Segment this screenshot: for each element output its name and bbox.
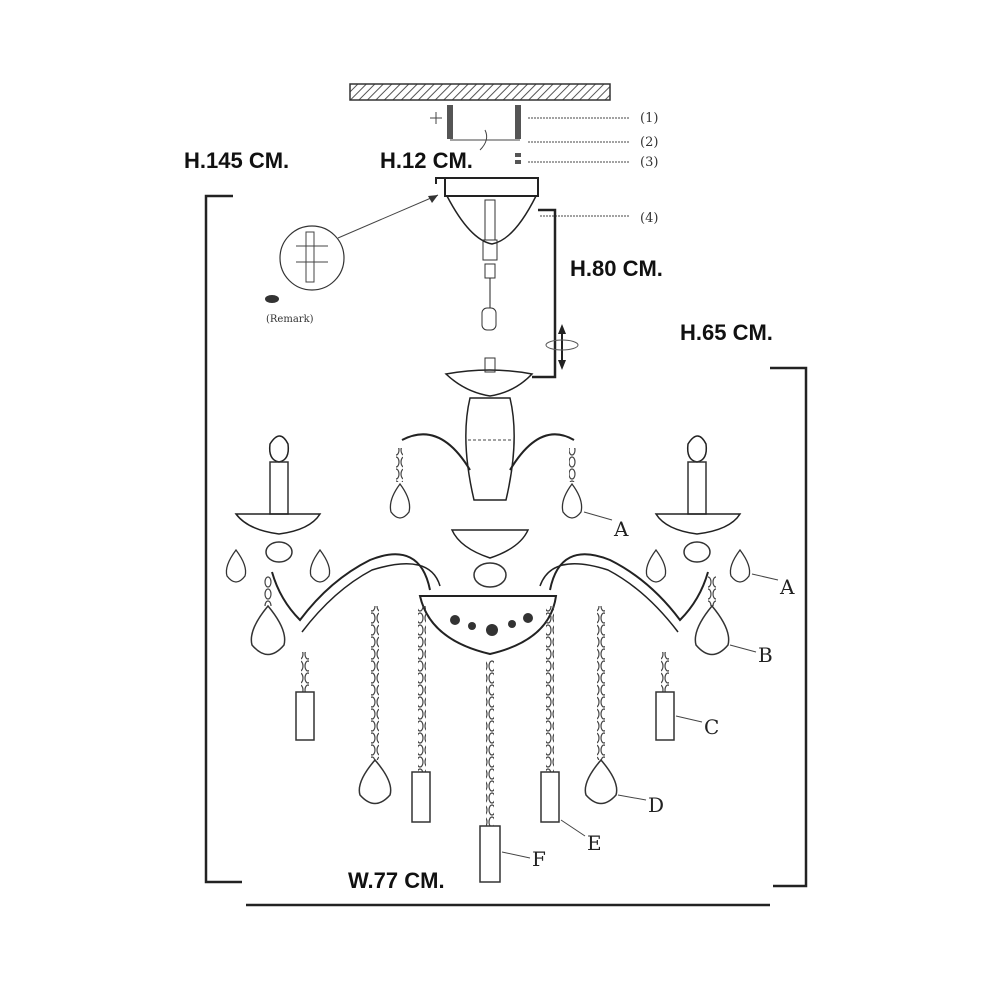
width-label: W.77 CM. xyxy=(348,868,445,893)
crystal-chains xyxy=(264,448,716,826)
remark-detail xyxy=(265,194,439,303)
canopy xyxy=(444,177,539,331)
prism-pendants xyxy=(295,691,675,883)
remark-label: (Remark) xyxy=(266,314,314,325)
part-label-1: (1) xyxy=(640,111,658,126)
chandelier-body xyxy=(234,357,742,656)
mounting-screws xyxy=(430,105,521,164)
part-label-4: (4) xyxy=(640,211,658,226)
crystal-drops-d xyxy=(358,758,618,805)
crystal-drops-b xyxy=(250,604,730,656)
component-letter-e: E xyxy=(587,831,602,855)
body-height-label: H.65 CM. xyxy=(680,320,773,345)
component-letter-c: C xyxy=(704,715,719,739)
component-letter-f: F xyxy=(532,847,546,871)
part-label-3: (3) xyxy=(640,155,658,170)
part-label-2: (2) xyxy=(640,135,658,150)
chain-height-label: H.80 CM. xyxy=(570,256,663,281)
component-letter-a-outer: A xyxy=(779,575,795,599)
component-letter-d: D xyxy=(648,793,664,817)
component-letter-a-inner: A xyxy=(613,517,629,541)
crystal-drops-a xyxy=(225,482,751,583)
ceiling-plate xyxy=(349,83,611,101)
total-height-label: H.145 CM. xyxy=(184,148,289,173)
canopy-height-label: H.12 CM. xyxy=(380,148,473,173)
component-leaders xyxy=(501,511,779,859)
part-leaders xyxy=(528,117,630,217)
chain-adjust-marker xyxy=(545,324,579,370)
component-letter-b: B xyxy=(758,643,773,667)
